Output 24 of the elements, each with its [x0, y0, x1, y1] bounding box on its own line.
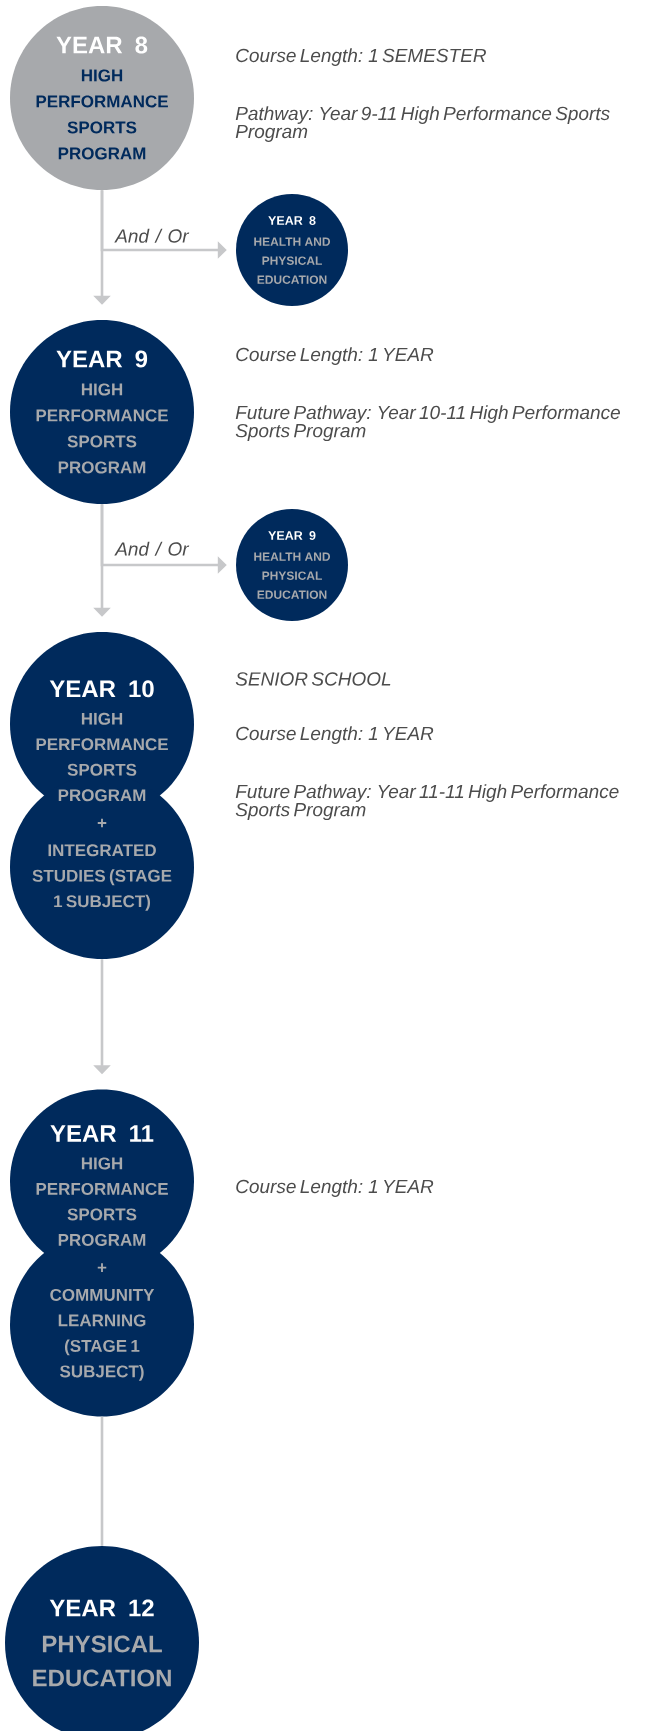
- node-label: COMMUNITY LEARNING (STAGE 1 SUBJECT): [50, 1288, 155, 1381]
- course-info-text: Future Pathway: Year 10-11 High Performance Sports Program: [235, 405, 620, 442]
- double-circle-node: YEAR 11 HIGH PERFORMANCE SPORTS PROGRAM + COMMUNITY LEARNING (STAGE 1 SUBJECT): [10, 1089, 194, 1417]
- node-label: HIGH PERFORMANCE SPORTS PROGRAM: [36, 1157, 168, 1246]
- course-info-text: SENIOR SCHOOL: [235, 672, 391, 686]
- course-info-text: Future Pathway: Year 11-11 High Performance Sports Program: [235, 784, 619, 821]
- node-label: HIGH PERFORMANCE SPORTS PROGRAM: [36, 712, 168, 802]
- circle-node: YEAR 8 HIGH PERFORMANCE SPORTS PROGRAM: [10, 6, 194, 190]
- node-label: YEAR 11: [50, 1125, 154, 1142]
- node-label: +: [97, 1263, 107, 1272]
- course-info-text: Course Length: 1 SEMESTER: [236, 48, 486, 66]
- circle-node: YEAR 8 HEALTH AND PHYSICAL EDUCATION: [236, 194, 348, 306]
- node-label: +: [97, 818, 107, 828]
- edge-label: And / Or: [114, 540, 190, 557]
- node-label: YEAR 10: [49, 680, 154, 698]
- circle-node: YEAR 9 HEALTH AND PHYSICAL EDUCATION: [236, 509, 348, 621]
- course-info-text: Course Length: 1 YEAR: [236, 347, 434, 365]
- node-label: INTEGRATED STUDIES (STAGE 1 SUBJECT): [32, 844, 172, 911]
- edge-label: And / Or: [114, 227, 190, 244]
- course-info-text: Course Length: 1 YEAR: [236, 1179, 434, 1197]
- double-circle-node: YEAR 10 HIGH PERFORMANCE SPORTS PROGRAM + INTEGRATED STUDIES (STAGE 1 SUBJECT): [10, 632, 194, 959]
- course-info-text: Pathway: Year 9-11 High Performance Sports Program: [235, 106, 610, 142]
- circle-node: YEAR 9 HIGH PERFORMANCE SPORTS PROGRAM: [10, 320, 194, 504]
- course-info-text: Course Length: 1 YEAR: [236, 726, 434, 744]
